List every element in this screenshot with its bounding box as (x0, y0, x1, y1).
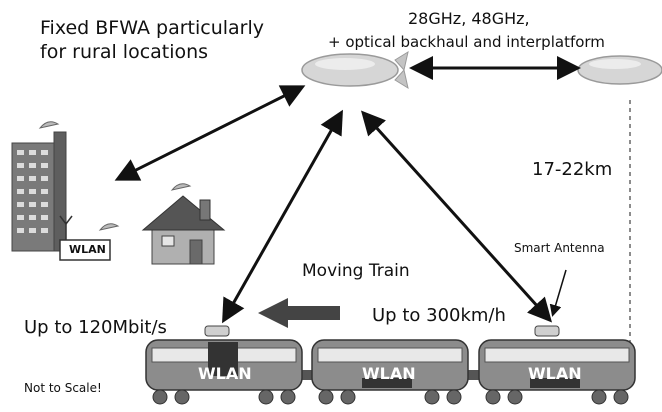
smart-antenna-label: Smart Antenna (514, 241, 605, 255)
not-to-scale-label: Not to Scale! (24, 381, 102, 395)
wlan-car-2-label: WLAN (362, 364, 416, 383)
fixed-bfwa-title-line2: for rural locations (40, 41, 209, 63)
frequency-label-line2: + optical backhaul and interplatform (328, 33, 605, 51)
airship-main (301, 50, 409, 90)
wlan-car-1-label: WLAN (198, 364, 252, 383)
train-direction-arrow (258, 298, 340, 328)
moving-train-label: Moving Train (302, 261, 410, 281)
bitrate-label: Up to 120Mbit/s (24, 317, 167, 338)
train (145, 325, 636, 405)
frequency-label-line1: 28GHz, 48GHz, (408, 9, 530, 28)
arrow-to-train-right (360, 110, 553, 323)
arrow-to-train-left (222, 109, 343, 324)
wlan-building-label: WLAN (69, 243, 106, 256)
train-car-3 (478, 325, 636, 405)
fixed-bfwa-title-line1: Fixed BFWA particularly (40, 17, 265, 39)
wlan-access-point (59, 215, 120, 261)
arrow-smart-antenna-pointer (549, 269, 567, 317)
office-building (11, 121, 67, 252)
house (141, 183, 226, 265)
train-car-1 (145, 325, 303, 405)
train-car-2 (311, 339, 469, 405)
wlan-car-3-label: WLAN (528, 364, 582, 383)
speed-label: Up to 300km/h (372, 305, 506, 326)
arrow-to-building (114, 85, 306, 181)
airship-secondary (577, 55, 662, 85)
distance-label: 17-22km (532, 159, 613, 180)
